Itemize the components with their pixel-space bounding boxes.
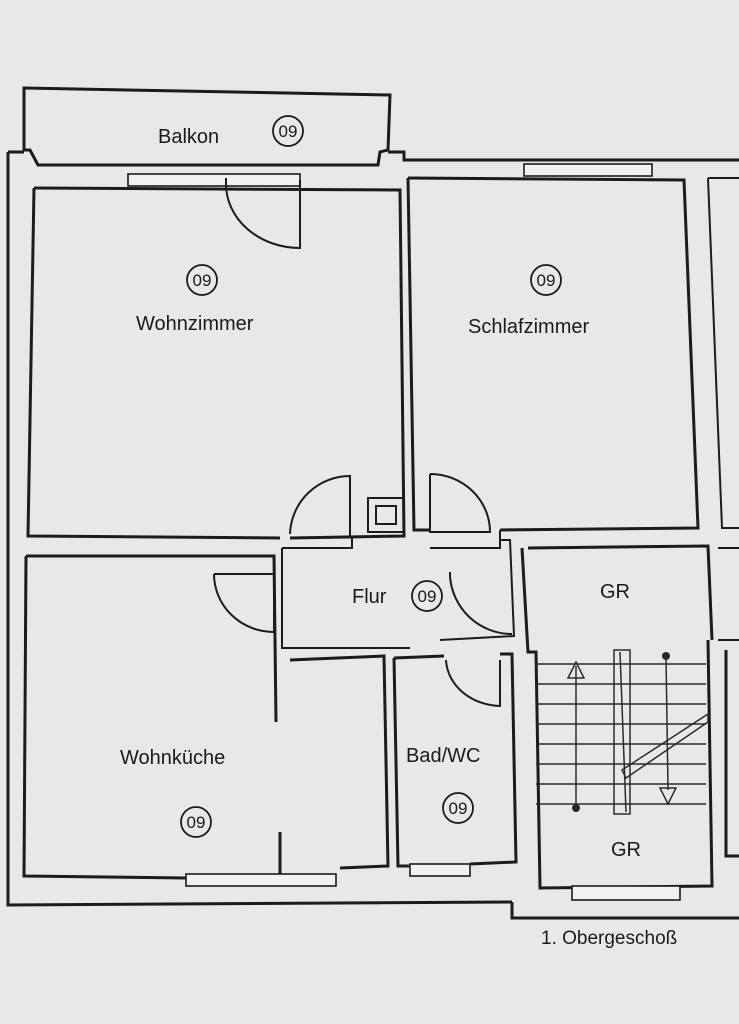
floor-caption: 1. Obergeschoß	[541, 928, 677, 949]
window	[185, 873, 337, 887]
room-label-flur: Flur	[352, 586, 387, 608]
room-number: 09	[537, 271, 556, 290]
room-number-badge	[180, 806, 212, 838]
outer-walls	[6, 86, 739, 920]
room-label-balkon: Balkon	[158, 126, 219, 148]
room-number: 09	[193, 271, 212, 290]
windows	[127, 163, 681, 901]
room-number-badge	[272, 115, 304, 147]
arrow-down-icon	[658, 787, 678, 806]
room-number: 09	[418, 587, 437, 606]
door-swing	[289, 474, 351, 536]
room-label-wohnzimmer: Wohnzimmer	[136, 313, 254, 335]
room-walls	[22, 176, 739, 890]
door-swing	[225, 178, 301, 250]
door-swing	[445, 659, 501, 708]
staircase	[536, 649, 709, 815]
room-number-badge	[530, 264, 562, 296]
stair-stringer	[613, 649, 631, 815]
arrow-up-icon	[566, 660, 586, 679]
window	[409, 863, 471, 877]
labels: Balkon 09 09 Wohnzimmer 09 Schlafzimmer …	[120, 115, 641, 861]
room-label-schlafzimmer: Schlafzimmer	[468, 316, 589, 338]
room-label-gr-upper: GR	[600, 581, 630, 603]
door-swing	[429, 473, 492, 533]
door-swing	[213, 573, 275, 634]
room-number-badge	[411, 580, 443, 612]
room-number: 09	[187, 813, 206, 832]
room-label-gr-lower: GR	[611, 839, 641, 861]
window	[523, 163, 653, 177]
room-number-badge	[186, 264, 218, 296]
door-swing	[449, 572, 513, 636]
room-label-bad-wc: Bad/WC	[406, 745, 480, 767]
room-label-wohnkueche: Wohnküche	[120, 747, 225, 769]
window	[127, 173, 301, 187]
room-number: 09	[449, 799, 468, 818]
doors	[213, 178, 513, 708]
window	[571, 885, 681, 901]
shaft	[367, 497, 405, 533]
room-number: 09	[279, 122, 298, 141]
room-number-badge	[442, 792, 474, 824]
